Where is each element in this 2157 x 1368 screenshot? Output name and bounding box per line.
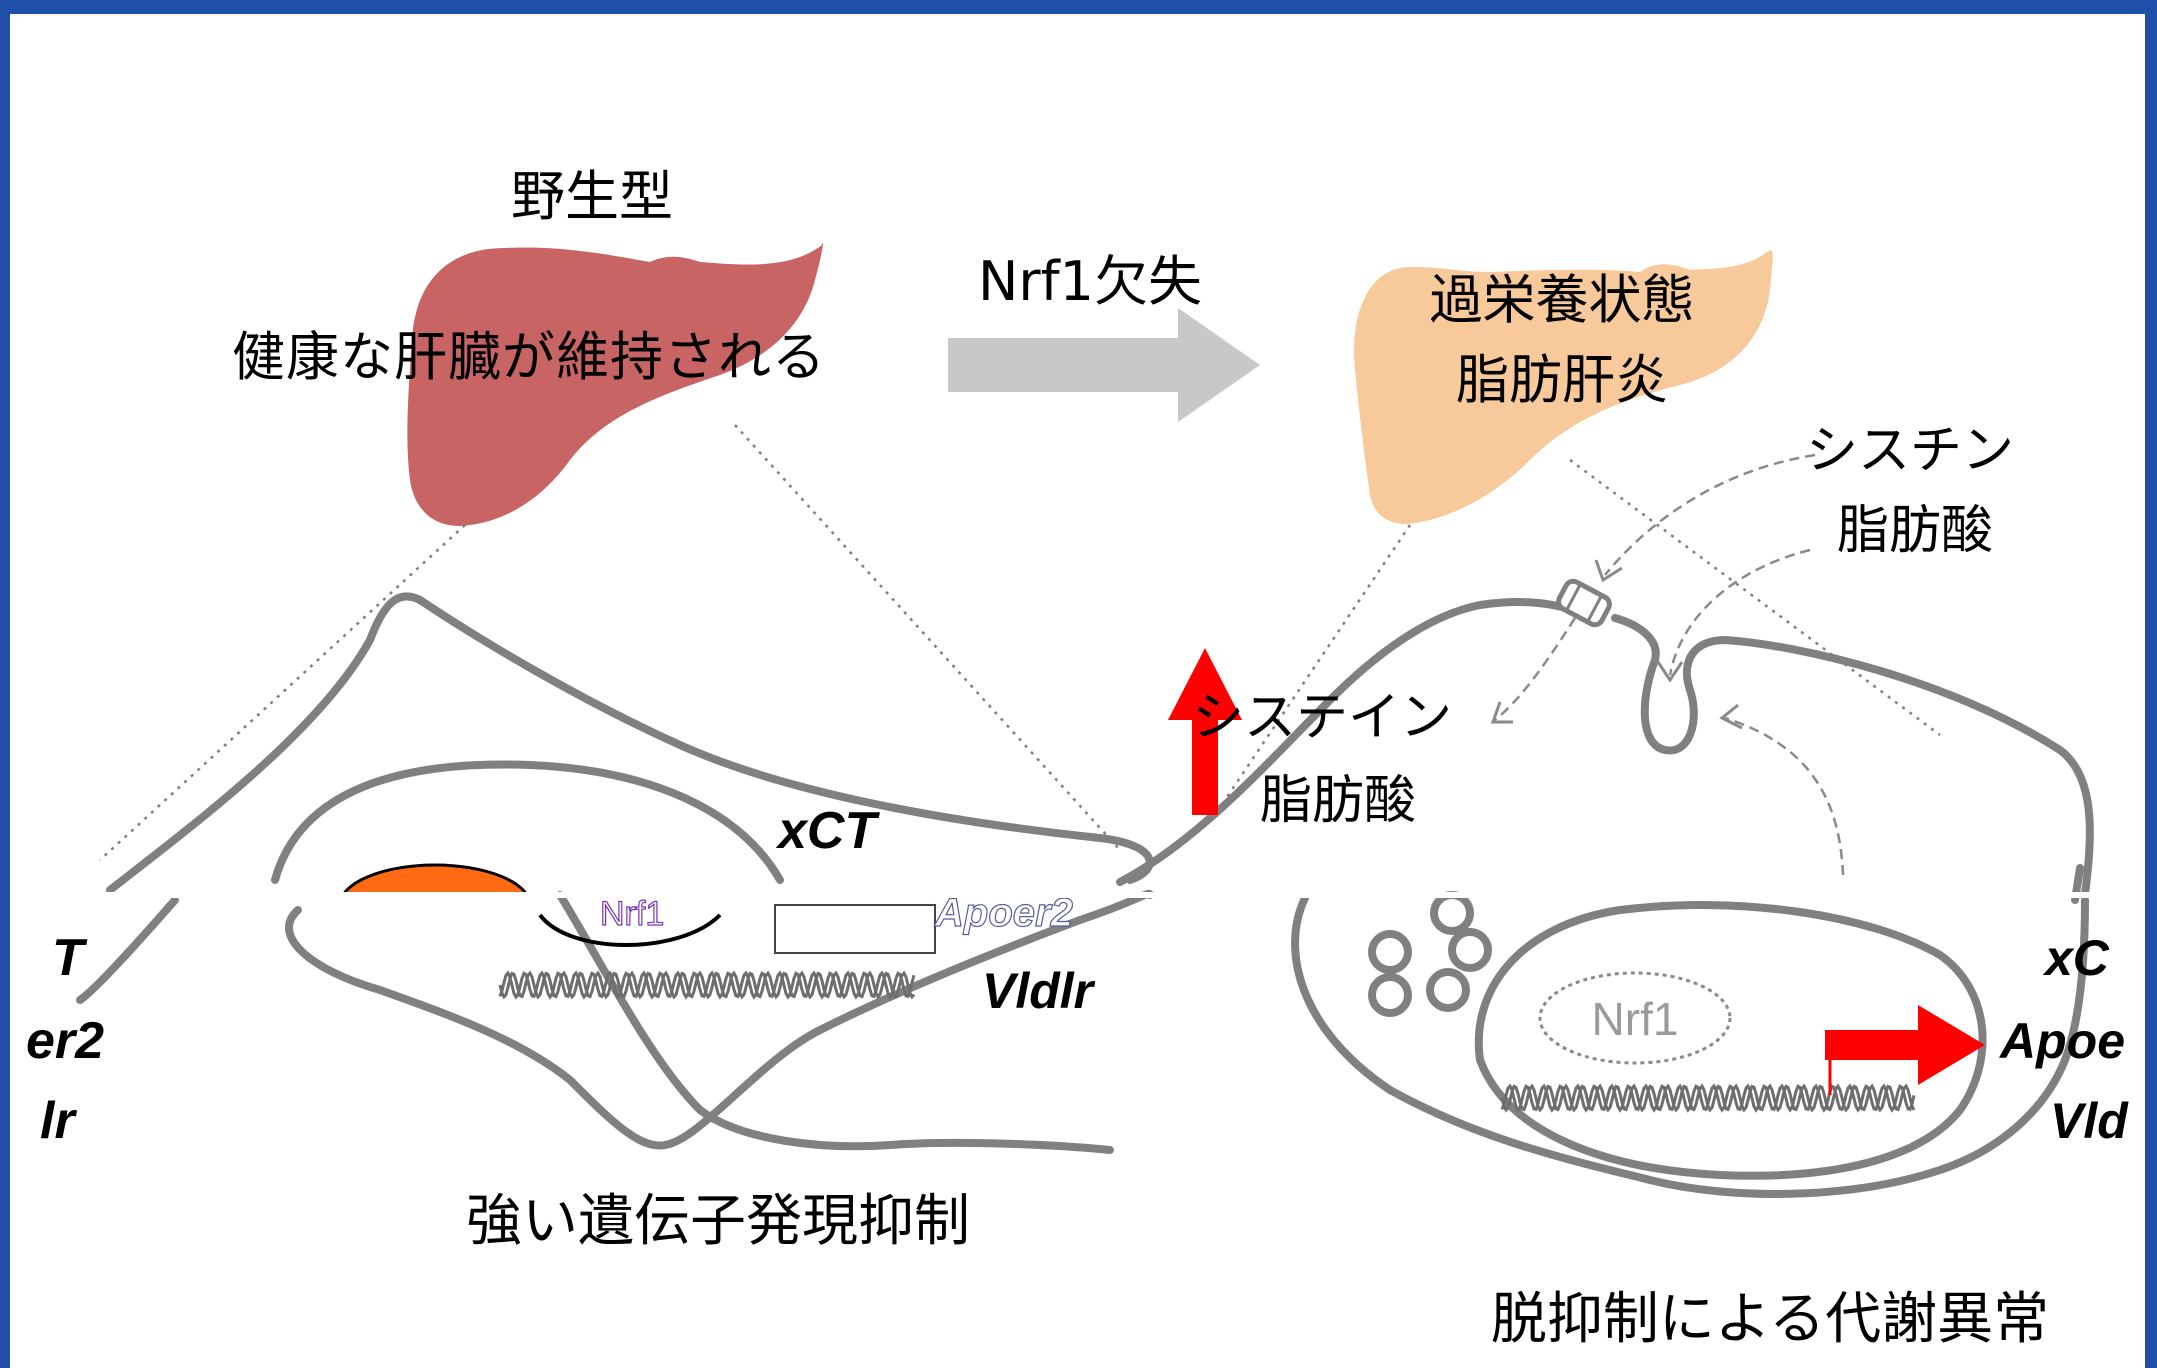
left-cell-side-outline xyxy=(76,896,179,1004)
gene-vldlr-label: Vldlr xyxy=(982,963,1096,1019)
gene-xc-label: xC xyxy=(2042,930,2110,986)
liver-knockout-icon xyxy=(1354,249,1773,524)
right-cell-membrane-right xyxy=(1611,614,2094,899)
clipped-gene-lr-label: lr xyxy=(40,1092,77,1150)
derepression-label: 脱抑制による代謝異常 xyxy=(1491,1287,2049,1352)
vesicle xyxy=(1368,930,1412,974)
right-nrf1-label: Nrf1 xyxy=(1592,993,1679,1045)
vesicle xyxy=(1430,891,1474,935)
left-cell-membrane xyxy=(106,592,1154,894)
nrf1-ghost-arc xyxy=(538,913,722,947)
fatty-acid-top-label: 脂肪酸 xyxy=(1837,501,1993,561)
left-nucleus-outline xyxy=(271,760,784,884)
cystine-label: シスチン xyxy=(1806,421,2014,481)
slide-frame-top xyxy=(0,0,2157,14)
cystine-uptake-arrow xyxy=(1604,453,1816,576)
clipped-gene-er2-label: er2 xyxy=(26,1012,104,1070)
promoter-box xyxy=(774,904,936,954)
zoom-line xyxy=(734,424,1121,851)
right-nucleus-outline xyxy=(1474,901,1987,1180)
fatty-acid-uptake-arrowhead xyxy=(1656,661,1684,683)
expression-arrow-icon xyxy=(1825,1005,1985,1085)
right-cell-membrane xyxy=(1116,598,1579,886)
vesicle xyxy=(1368,973,1412,1017)
zoom-line xyxy=(1223,524,1412,801)
slide-frame-left xyxy=(0,0,10,1368)
healthy-liver-label: 健康な肝臓が維持される xyxy=(232,327,826,388)
right-cell-lower-outline xyxy=(1291,894,2089,1198)
increase-arrow-icon xyxy=(1168,648,1242,815)
wildtype-label: 野生型 xyxy=(511,165,673,228)
repression-label: 強い遺伝子発現抑制 xyxy=(466,1189,970,1254)
transporter-icon xyxy=(1556,578,1612,628)
cystine-uptake-arrowhead xyxy=(1594,559,1623,583)
fatty-acid-lower-label: 脂肪酸 xyxy=(1260,771,1416,831)
nuclear-signal-arrowhead xyxy=(1719,703,1743,730)
nrf1-absent-icon xyxy=(1538,971,1732,1065)
nrf1-nucleus-icon xyxy=(341,863,529,895)
cysteine-label: システイン xyxy=(1192,688,1452,748)
clipped-gene-t-label: T xyxy=(52,929,88,987)
condition-label-line2: 脂肪肝炎 xyxy=(1456,350,1668,411)
nrf1-ghost-label: Nrf1 xyxy=(600,895,664,933)
dna-helix-left-icon xyxy=(498,970,916,1000)
transition-arrow-icon xyxy=(948,308,1260,422)
nuclear-signal-arrow xyxy=(1724,716,1845,876)
vesicle xyxy=(1426,968,1470,1012)
render-glitch-band xyxy=(10,892,2145,898)
dna-helix-right-icon xyxy=(1500,1083,1916,1113)
gene-apoe-label: Apoe xyxy=(1998,1013,2125,1069)
zoom-line xyxy=(99,524,466,861)
condition-label-line1: 過栄養状態 xyxy=(1430,270,1695,331)
liver-wildtype-icon xyxy=(407,242,824,526)
gene-vld-label: Vld xyxy=(2050,1093,2129,1149)
vesicle xyxy=(1448,928,1492,972)
cysteine-release-arrow xyxy=(1494,617,1577,721)
slide-frame-right xyxy=(2145,0,2157,1368)
left-cell-cross-outline xyxy=(556,891,1114,1154)
knockout-label: Nrf1欠失 xyxy=(978,250,1202,313)
cysteine-release-arrowhead xyxy=(1490,701,1513,724)
gene-xct-top-label: xCT xyxy=(775,802,880,860)
left-cell-lower-outline xyxy=(285,889,1154,1150)
fatty-acid-uptake-arrow xyxy=(1668,548,1811,676)
